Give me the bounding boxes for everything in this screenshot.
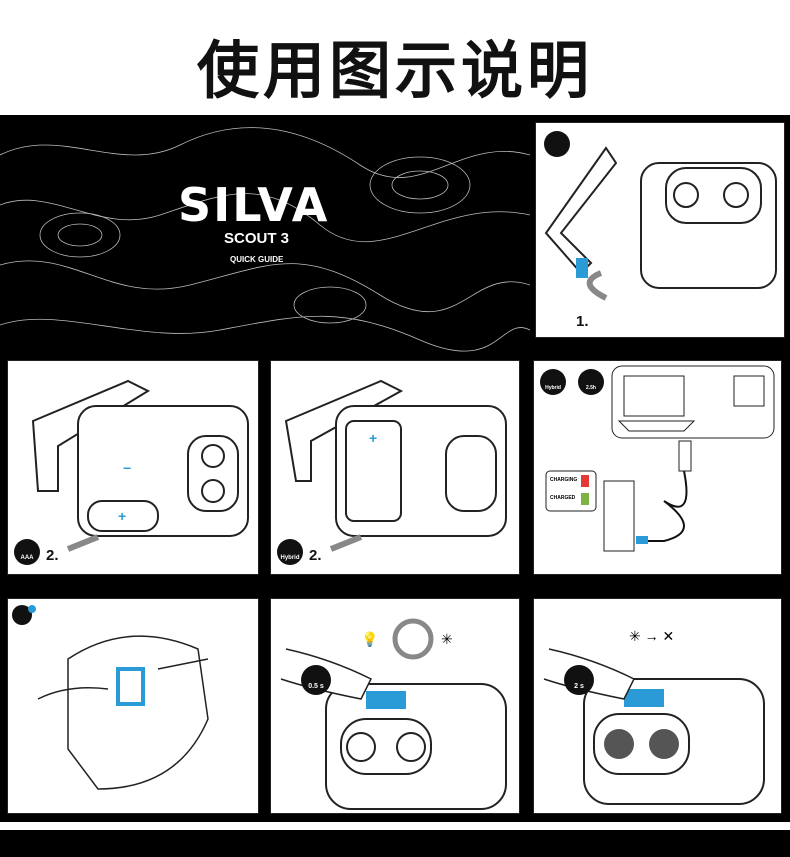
quick-guide-label: QUICK GUIDE <box>230 255 284 264</box>
charged-label: CHARGED <box>550 495 576 501</box>
short-press-illustration: 💡✳ <box>280 618 507 810</box>
svg-text:+: + <box>369 430 377 446</box>
step-charge-panel: Hybrid 2.5h CHARGING CHARGED <box>533 360 782 575</box>
topographic-pattern <box>0 127 530 352</box>
step-open-panel: 1. <box>535 122 785 338</box>
page-title: 使用图示说明 <box>196 34 593 107</box>
charge-time-badge: 2.5h <box>578 369 604 395</box>
usb-charging-illustration <box>545 365 775 552</box>
headband-panel <box>7 598 259 814</box>
svg-text:✳: ✳ <box>441 631 453 647</box>
step-number: 1. <box>576 313 589 330</box>
battery-icon <box>544 131 570 157</box>
hybrid-badge: Hybrid <box>540 369 566 395</box>
svg-text:−: − <box>123 460 131 476</box>
long-press-panel: ✳ → ✕ 2 s <box>533 598 782 814</box>
svg-text:+: + <box>118 508 126 524</box>
step-number: 2. <box>309 547 322 564</box>
model-name: SCOUT 3 <box>224 230 290 247</box>
hybrid-badge: Hybrid <box>277 539 303 565</box>
headlamp-open-illustration <box>544 146 777 301</box>
hybrid-battery-illustration: + <box>284 379 507 552</box>
silva-logo: SILVA <box>178 178 330 232</box>
timer-badge: 2 s <box>564 665 594 695</box>
timer-badge: 0.5 s <box>301 665 331 695</box>
wearing-headlamp-illustration <box>12 605 209 790</box>
short-press-panel: 💡✳ 0.5 s <box>270 598 520 814</box>
aaa-badge: AAA <box>14 539 40 565</box>
svg-text:💡: 💡 <box>361 631 378 648</box>
svg-text:✳ → ✕: ✳ → ✕ <box>629 628 674 644</box>
step-aaa-panel: + − AAA 2. <box>7 360 259 575</box>
charging-label: CHARGING <box>550 477 578 483</box>
step-hybrid-panel: + Hybrid 2. <box>270 360 520 575</box>
step-number: 2. <box>46 547 59 564</box>
long-press-illustration: ✳ → ✕ <box>543 628 765 805</box>
aaa-battery-illustration: + − <box>31 379 249 552</box>
footer-band <box>0 830 790 857</box>
